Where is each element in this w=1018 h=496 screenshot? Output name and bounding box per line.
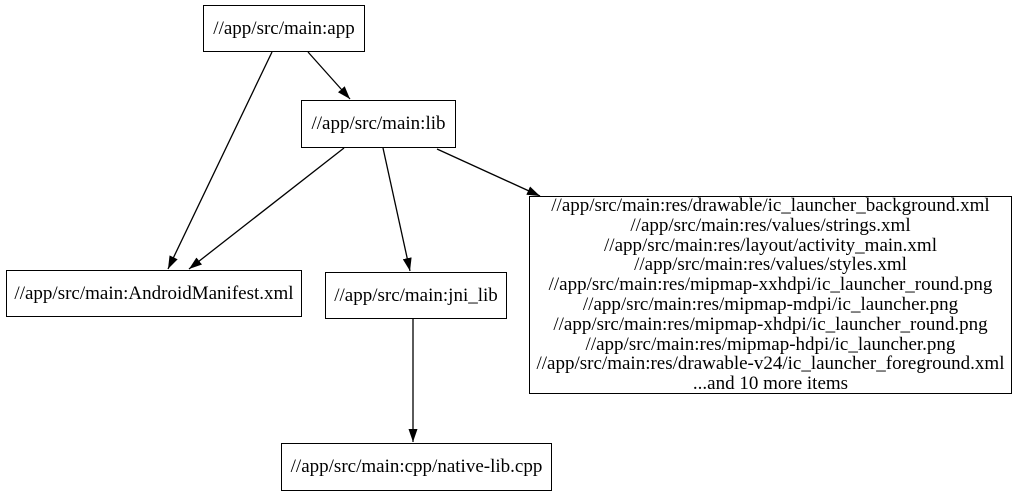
node-label-line: //app/src/main:res/values/styles.xml — [634, 254, 907, 276]
node-label-line: //app/src/main:res/values/strings.xml — [630, 214, 911, 236]
node-label-line: //app/src/main:res/drawable-v24/ic_launc… — [536, 353, 1005, 375]
node-label-line: //app/src/main:res/mipmap-xxhdpi/ic_laun… — [548, 274, 993, 296]
edge-app-to-lib — [307, 51, 351, 100]
node-label-line: //app/src/main:res/drawable/ic_launcher_… — [551, 195, 990, 217]
graph-node-jni-lib: //app/src/main:jni_lib — [325, 272, 507, 319]
edge-lib-to-res — [436, 148, 541, 197]
node-label-line: //app/src/main:res/mipmap-mdpi/ic_launch… — [582, 294, 959, 315]
edge-lib-to-manifest — [188, 147, 345, 270]
graph-node-lib: //app/src/main:lib — [301, 100, 456, 148]
node-label: //app/src/main:jni_lib — [334, 284, 498, 306]
graph-node-manifest: //app/src/main:AndroidManifest.xml — [6, 270, 302, 317]
graph-node-cpp: //app/src/main:cpp/native-lib.cpp — [281, 443, 552, 491]
node-label: //app/src/main:lib — [311, 113, 446, 135]
node-label: //app/src/main:AndroidManifest.xml — [14, 282, 294, 304]
graph-node-app: //app/src/main:app — [203, 5, 365, 52]
node-label-line: //app/src/main:res/mipmap-hdpi/ic_launch… — [585, 333, 956, 355]
graph-node-res: //app/src/main:res/drawable/ic_launcher_… — [529, 196, 1012, 394]
node-label-line: //app/src/main:res/layout/activity_main.… — [604, 234, 937, 256]
node-label: //app/src/main:app — [213, 17, 355, 39]
edge-app-to-manifest — [167, 51, 273, 270]
edge-lib-to-jni-lib — [382, 147, 412, 272]
node-label-line: //app/src/main:res/mipmap-xhdpi/ic_launc… — [553, 313, 988, 335]
node-label: //app/src/main:cpp/native-lib.cpp — [290, 456, 543, 478]
node-label-line: ...and 10 more items — [692, 373, 849, 395]
